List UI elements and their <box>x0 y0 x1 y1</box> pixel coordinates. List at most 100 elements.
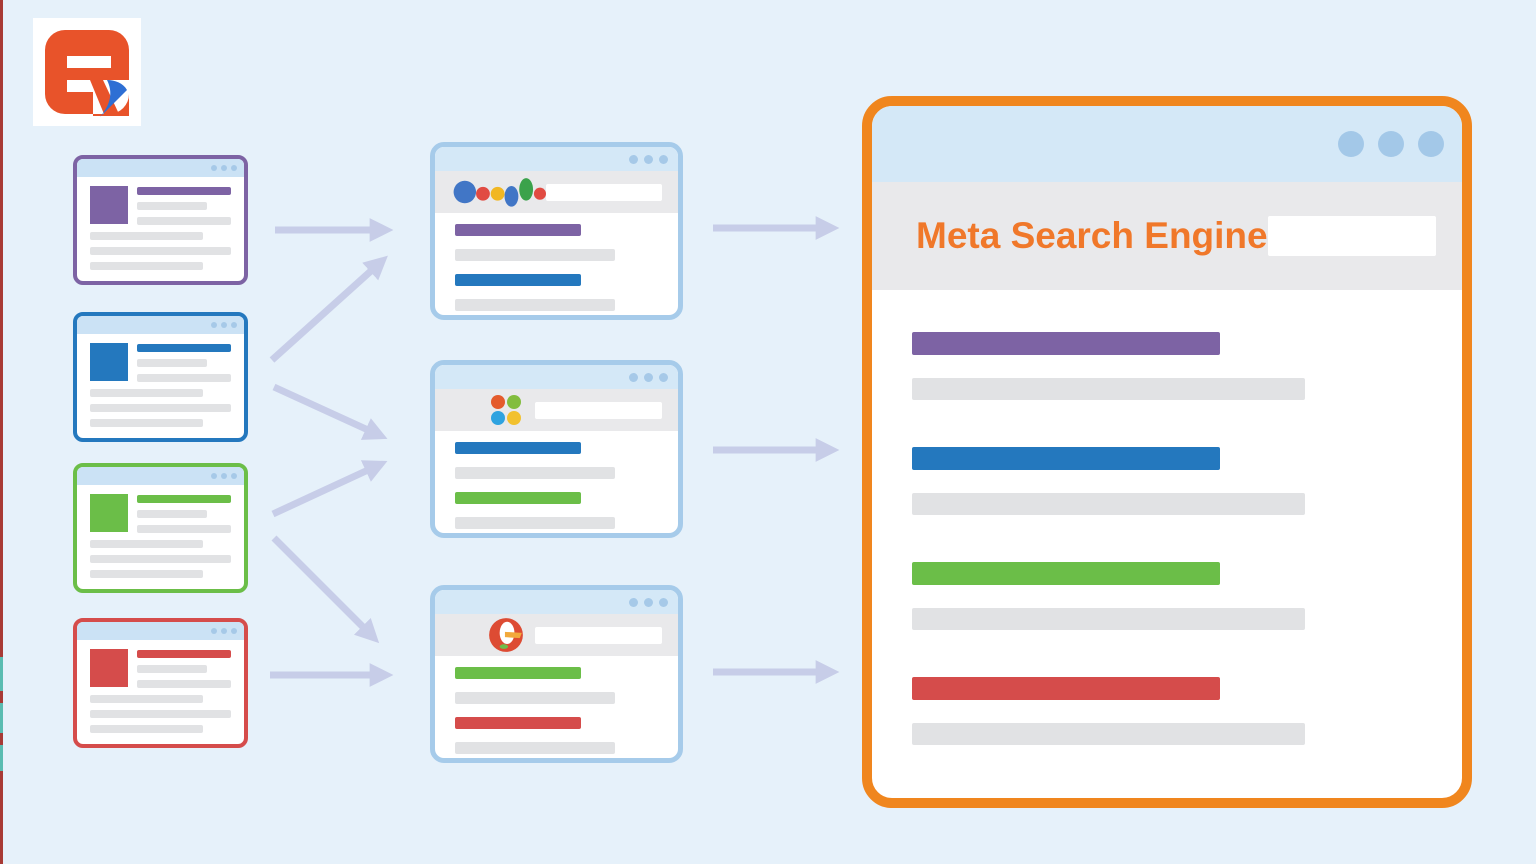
window-control-dot[interactable] <box>231 628 237 634</box>
window-titlebar <box>872 106 1462 182</box>
left-edge-stripe-dash <box>0 657 3 691</box>
search-input[interactable] <box>546 183 662 201</box>
headline-bar <box>137 344 231 352</box>
window-content <box>77 334 244 427</box>
text-line <box>90 540 203 548</box>
window-control-dot[interactable] <box>211 322 217 328</box>
window-control-dot[interactable] <box>644 597 653 607</box>
source-site-window-purple <box>73 155 248 285</box>
search-toolbar: Meta Search Engine <box>872 182 1462 290</box>
window-control-dot[interactable] <box>629 154 638 164</box>
window-control-dot[interactable] <box>211 628 217 634</box>
result-bar <box>912 447 1220 470</box>
result-snippet-line <box>455 517 615 529</box>
text-line <box>90 247 231 255</box>
text-line <box>137 525 231 533</box>
window-control-dot[interactable] <box>629 372 638 382</box>
text-line <box>137 680 231 688</box>
text-line <box>137 359 207 367</box>
result-snippet-line <box>455 742 615 754</box>
search-input[interactable] <box>535 626 662 644</box>
result-snippet-line <box>455 299 615 311</box>
search-engine-window-2 <box>430 360 683 538</box>
article-thumbnail <box>90 494 128 532</box>
article-thumbnail <box>90 186 128 224</box>
headline-bar <box>137 495 231 503</box>
window-control-dot[interactable] <box>644 372 653 382</box>
er-logo <box>33 18 141 126</box>
meta-search-input[interactable] <box>1268 216 1436 256</box>
text-line <box>90 419 203 427</box>
result-snippet-line <box>912 493 1305 515</box>
search-results <box>435 213 678 311</box>
search-input[interactable] <box>535 401 662 419</box>
result-bar <box>455 667 581 679</box>
window-control-dot[interactable] <box>659 154 668 164</box>
search-results <box>435 656 678 754</box>
er-logo-icon <box>45 30 129 117</box>
result-bar <box>912 332 1220 355</box>
result-snippet-line <box>912 723 1305 745</box>
window-titlebar <box>435 365 678 389</box>
window-control-dot[interactable] <box>659 597 668 607</box>
four-dots-grid-logo-icon <box>491 395 521 425</box>
window-control-dot[interactable] <box>1418 131 1444 157</box>
window-control-dot[interactable] <box>211 165 217 171</box>
text-line <box>90 404 231 412</box>
text-line <box>90 710 231 718</box>
text-line <box>90 725 203 733</box>
left-edge-stripe <box>0 0 3 864</box>
headline-bar <box>137 187 231 195</box>
source-site-window-green <box>73 463 248 593</box>
window-control-dot[interactable] <box>231 165 237 171</box>
result-snippet-line <box>455 692 615 704</box>
text-line <box>90 232 203 240</box>
left-edge-stripe-dash <box>0 703 3 733</box>
arrow-green-to-engine3 <box>271 535 380 644</box>
article-thumbnail <box>90 343 128 381</box>
result-group <box>912 447 1462 515</box>
result-group <box>912 562 1462 630</box>
window-control-dot[interactable] <box>629 597 638 607</box>
window-control-dot[interactable] <box>659 372 668 382</box>
window-content <box>77 485 244 578</box>
text-line <box>90 262 203 270</box>
window-control-dot[interactable] <box>221 628 227 634</box>
window-control-dot[interactable] <box>1338 131 1364 157</box>
text-line <box>90 695 203 703</box>
arrow-green-to-engine2 <box>271 460 388 518</box>
result-bar <box>455 224 581 236</box>
left-edge-stripe-dash <box>0 745 3 771</box>
page-title: Meta Search Engine <box>916 215 1268 256</box>
result-bar <box>455 492 581 504</box>
result-snippet-line <box>912 378 1305 400</box>
text-line <box>137 374 231 382</box>
text-line <box>137 202 207 210</box>
window-control-dot[interactable] <box>231 322 237 328</box>
source-site-window-blue <box>73 312 248 442</box>
window-control-dot[interactable] <box>1378 131 1404 157</box>
window-control-dot[interactable] <box>221 473 227 479</box>
search-toolbar <box>435 389 678 431</box>
window-titlebar <box>77 622 244 640</box>
window-titlebar <box>77 159 244 177</box>
arrow-blue-to-engine2 <box>272 383 388 440</box>
window-control-dot[interactable] <box>221 165 227 171</box>
result-snippet-line <box>912 608 1305 630</box>
window-control-dot[interactable] <box>644 154 653 164</box>
window-control-dot[interactable] <box>221 322 227 328</box>
window-titlebar <box>435 147 678 171</box>
window-content <box>77 640 244 733</box>
search-engine-window-3 <box>430 585 683 763</box>
result-bar <box>455 717 581 729</box>
window-titlebar <box>77 467 244 485</box>
window-control-dot[interactable] <box>231 473 237 479</box>
result-group <box>912 332 1462 400</box>
text-line <box>90 570 203 578</box>
arrow-blue-to-engine1 <box>269 255 388 363</box>
headline-bar <box>137 650 231 658</box>
window-control-dot[interactable] <box>211 473 217 479</box>
result-bar <box>455 274 581 286</box>
source-site-window-red <box>73 618 248 748</box>
result-snippet-line <box>455 467 615 479</box>
